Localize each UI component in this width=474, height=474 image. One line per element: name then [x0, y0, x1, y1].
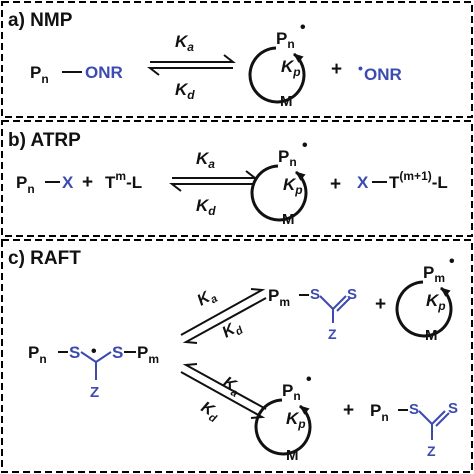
raft-lower-agent-bond-3b	[435, 412, 450, 427]
atrp-reactant-polymer: Pn	[16, 173, 35, 196]
atrp-k-forward: Ka	[196, 149, 215, 171]
raft-upper-plus: +	[375, 294, 386, 315]
raft-upper-agent-bond-2	[319, 295, 334, 310]
nmp-nitroxide: ONR	[364, 65, 402, 84]
raft-intermediate-z: Z	[90, 384, 99, 401]
nmp-propagation-cycle-arrow	[248, 46, 306, 104]
panel-nmp-frame	[1, 1, 473, 118]
raft-intermediate-pm: Pm	[137, 343, 159, 366]
raft-upper-agent-s1: S	[310, 286, 320, 303]
raft-lower-agent-z: Z	[427, 443, 436, 459]
raft-lower-forward-arrow	[180, 371, 266, 419]
raft-upper-radical-label: Pm	[423, 263, 445, 285]
nmp-k-forward: Ka	[175, 32, 194, 54]
atrp-plus: +	[330, 174, 341, 195]
raft-lower-agent-s2: S	[448, 400, 458, 417]
panel-raft-heading: c) RAFT	[8, 248, 81, 269]
raft-upper-forward-arrow	[180, 288, 266, 336]
raft-lower-k-forward: Ka	[219, 374, 244, 400]
atrp-radical-label: Pn	[278, 147, 297, 169]
raft-upper-kp: Kp	[426, 291, 446, 313]
atrp-k-reverse: Kd	[196, 196, 216, 218]
raft-upper-propagation-cycle-arrow	[395, 280, 453, 338]
raft-lower-monomer: M	[286, 447, 299, 464]
atrp-deactivator: T(m+1)-L	[389, 169, 448, 192]
raft-upper-agent-bond-3b	[336, 297, 351, 312]
raft-upper-radical-dot: •	[449, 253, 455, 270]
raft-intermediate-s2: S	[112, 343, 123, 362]
raft-upper-agent-bond-3a	[332, 295, 347, 310]
raft-lower-agent-s1: S	[409, 401, 419, 418]
raft-intermediate: Pn S • Z S Pm	[28, 343, 159, 401]
raft-lower-radical-label: Pn	[282, 381, 301, 403]
atrp-halide: X	[62, 173, 74, 192]
panel-atrp-frame	[1, 120, 473, 237]
raft-lower-plus: +	[343, 400, 354, 421]
nmp-radical-dot: •	[300, 19, 306, 36]
raft-upper-agent: Pm S S Z	[268, 286, 357, 342]
atrp-monomer: M	[282, 211, 295, 228]
nmp-reactant-group: ONR	[85, 63, 123, 82]
atrp-reverse-arrow	[169, 183, 255, 192]
nmp-nitroxide-dot: •	[358, 60, 363, 76]
raft-lower-propagation-cycle-arrow	[254, 398, 312, 456]
panel-atrp-heading: b) ATRP	[8, 130, 81, 151]
nmp-k-reverse: Kd	[175, 80, 195, 102]
nmp-monomer: M	[280, 93, 293, 110]
panel-raft-frame	[1, 239, 473, 473]
atrp-catalyst: Tm-L	[105, 169, 142, 192]
raft-lower-agent: Pn S S Z	[370, 400, 458, 459]
nmp-reactant-polymer: Pn	[30, 63, 49, 86]
raft-intermediate-bond-2	[80, 351, 97, 363]
atrp-propagation-cycle-arrow	[250, 164, 308, 222]
raft-intermediate-pn: Pn	[28, 343, 47, 366]
raft-lower-agent-bond-3a	[431, 410, 446, 425]
raft-lower-k-reverse: Kd	[197, 399, 223, 426]
raft-lower-reverse-arrow	[182, 363, 267, 410]
atrp-reactant-plus: +	[82, 172, 93, 193]
raft-intermediate-radical-dot: •	[91, 343, 97, 360]
raft-upper-agent-s2: S	[347, 286, 357, 303]
nmp-plus: +	[331, 59, 342, 80]
raft-upper-agent-z: Z	[328, 326, 337, 342]
nmp-kp: Kp	[281, 57, 301, 79]
nmp-reverse-arrow	[147, 67, 233, 76]
panel-nmp-heading: a) NMP	[8, 10, 73, 31]
atrp-forward-arrow	[172, 170, 258, 179]
nmp-radical-label: Pn	[276, 29, 295, 51]
atrp-kp: Kp	[283, 175, 303, 197]
raft-lower-radical-dot: •	[306, 371, 312, 388]
raft-upper-monomer: M	[425, 327, 438, 344]
raft-upper-k-forward: Ka	[195, 286, 220, 312]
raft-lower-agent-bond-2	[418, 410, 433, 425]
raft-intermediate-s1: S	[69, 343, 80, 362]
raft-upper-agent-pm: Pm	[268, 286, 290, 309]
atrp-radical-dot: •	[302, 137, 308, 154]
raft-upper-reverse-arrow	[182, 297, 267, 344]
raft-intermediate-bond-3	[95, 351, 112, 363]
nmp-forward-arrow	[150, 54, 236, 63]
raft-lower-agent-pn: Pn	[370, 401, 389, 424]
atrp-product-halide: X	[357, 173, 369, 192]
raft-lower-kp: Kp	[286, 409, 306, 431]
